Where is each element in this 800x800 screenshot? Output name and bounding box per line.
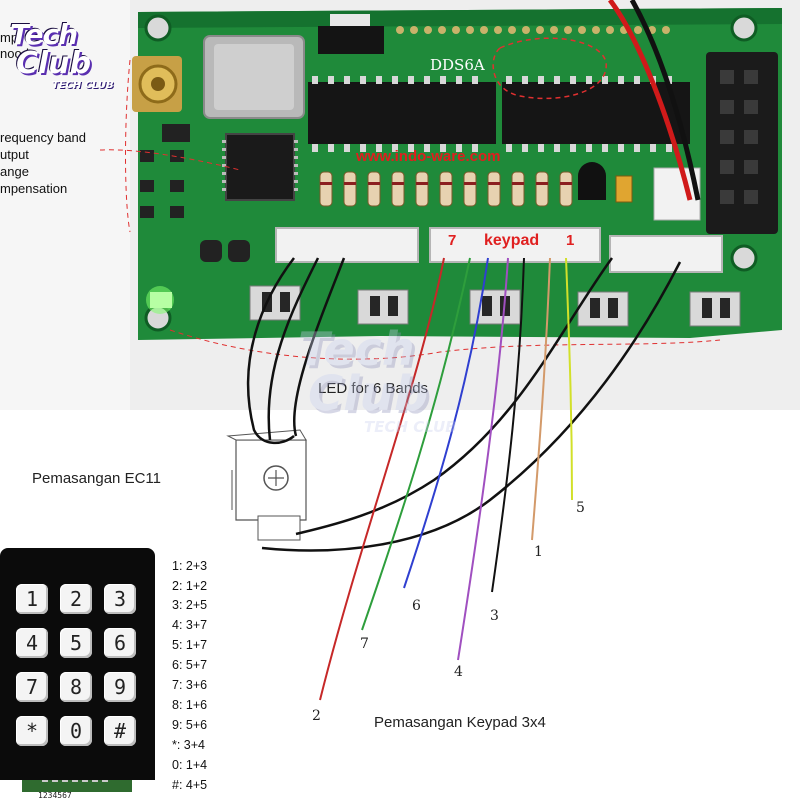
silk-url: www.indo-ware.com: [356, 148, 501, 165]
mapping-item: *: 3+4: [172, 738, 206, 752]
wire-number: 3: [490, 608, 499, 624]
keypad-header-label: keypad: [484, 232, 540, 249]
side-label: utput: [0, 147, 29, 162]
key: 5: [60, 628, 92, 658]
key: 1: [16, 584, 48, 614]
mapping-item: 6: 5+7: [172, 658, 208, 672]
logo-line: TECH CLUB: [52, 80, 114, 91]
wire-number: 6: [412, 598, 421, 614]
key: *: [16, 716, 48, 746]
mapping-item: 9: 5+6: [172, 718, 208, 732]
side-label: nood: [0, 46, 29, 61]
mapping-item: 8: 1+6: [172, 698, 208, 712]
wire-number: 2: [312, 708, 321, 724]
logo-line: Club: [16, 46, 92, 81]
chip-label: DDS6A: [430, 56, 485, 74]
side-label: mp: [0, 30, 19, 45]
key: 7: [16, 672, 48, 702]
logo-line: Tech: [10, 18, 78, 51]
keypad-install-label: Pemasangan Keypad 3x4: [374, 714, 546, 731]
pin-7-label: 7: [448, 232, 457, 249]
watermark-line: Tech: [298, 322, 415, 376]
key: 3: [104, 584, 136, 614]
key: 9: [104, 672, 136, 702]
key: 4: [16, 628, 48, 658]
mapping-item: 1: 2+3: [172, 559, 208, 573]
mapping-item: 0: 1+4: [172, 758, 208, 772]
mapping-item: #: 4+5: [172, 778, 208, 792]
wire-number: 4: [454, 664, 463, 680]
side-label: requency band: [0, 130, 87, 145]
pin-1-label: 1: [566, 232, 575, 249]
mapping-item: 3: 2+5: [172, 598, 208, 612]
side-label: mpensation: [0, 181, 68, 196]
wire-number: 1: [534, 544, 543, 560]
mapping-item: 5: 1+7: [172, 638, 208, 652]
key: 8: [60, 672, 92, 702]
watermark: Tech Club TECH CLUB: [268, 322, 508, 442]
led-bands-label: LED for 6 Bands: [318, 380, 429, 397]
wire-number: 5: [576, 500, 585, 516]
ec11-label: Pemasangan EC11: [32, 470, 161, 487]
key: 6: [104, 628, 136, 658]
wire-number: 7: [360, 636, 369, 652]
mapping-item: 4: 3+7: [172, 618, 208, 632]
watermark-line: TECH CLUB: [364, 418, 457, 436]
connector-numbers: 1234567: [38, 791, 72, 800]
side-label: ange: [0, 164, 29, 179]
key: 0: [60, 716, 92, 746]
watermark-line: Club: [308, 366, 429, 422]
key: #: [104, 716, 136, 746]
keypad-3x4: 1 2 3 4 5 6 7 8 9 * 0 #: [0, 548, 155, 780]
key: 2: [60, 584, 92, 614]
mapping-item: 2: 1+2: [172, 579, 208, 593]
tech-club-logo: Tech Club TECH CLUB: [2, 16, 120, 96]
mapping-item: 7: 3+6: [172, 678, 208, 692]
